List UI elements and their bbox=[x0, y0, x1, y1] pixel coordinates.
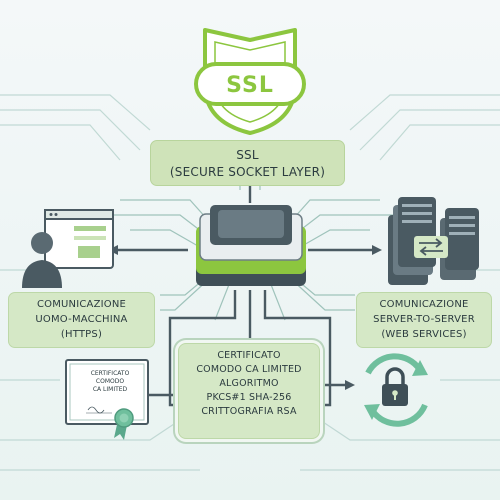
ssl-subtitle: (SECURE SOCKET LAYER) bbox=[169, 165, 326, 179]
certificate-icon bbox=[65, 359, 149, 440]
certificate-line1: CERTIFICATO bbox=[90, 370, 130, 377]
connector-lines bbox=[118, 186, 372, 407]
circuit-traces bbox=[0, 94, 500, 471]
cert-info-line3: ALGORITMO bbox=[219, 378, 279, 389]
cert-info-line4: PKCS#1 SHA-256 bbox=[206, 392, 292, 403]
cert-info-line2: COMODO CA LIMITED bbox=[196, 364, 302, 375]
cert-info-line5: CRITTOGRAFIA RSA bbox=[201, 406, 297, 417]
human-box-line2: UOMO-MACCHINA bbox=[35, 314, 128, 325]
server-box-line2: SERVER-TO-SERVER bbox=[373, 314, 475, 325]
server-to-server-box: COMUNICAZIONE SERVER-TO-SERVER (WEB SERV… bbox=[356, 292, 492, 348]
human-machine-box: COMUNICAZIONE UOMO-MACCHINA (HTTPS) bbox=[8, 292, 155, 348]
user-icon bbox=[22, 232, 62, 288]
human-box-line3: (HTTPS) bbox=[60, 329, 103, 340]
human-box-line1: COMUNICAZIONE bbox=[36, 299, 127, 310]
certificate-line3: CA LIMITED bbox=[92, 386, 128, 393]
shield-label: SSL bbox=[226, 73, 274, 98]
certificate-info-box: CERTIFICATO COMODO CA LIMITED ALGORITMO … bbox=[178, 343, 320, 439]
ssl-shield-icon bbox=[194, 28, 306, 135]
ssl-title: SSL bbox=[236, 148, 259, 162]
refresh-lock-icon bbox=[364, 353, 428, 427]
chip-icon bbox=[196, 205, 306, 286]
transfer-arrows-icon bbox=[414, 236, 448, 258]
browser-window-icon bbox=[44, 209, 114, 269]
cert-info-line1: CERTIFICATO bbox=[217, 350, 281, 361]
server-box-line1: COMUNICAZIONE bbox=[379, 299, 469, 310]
ssl-label-box: SSL (SECURE SOCKET LAYER) bbox=[150, 140, 345, 186]
server-box-line3: (WEB SERVICES) bbox=[381, 329, 467, 340]
certificate-line2: COMODO bbox=[95, 378, 125, 385]
certificate-document-text: CERTIFICATO COMODO CA LIMITED bbox=[72, 370, 148, 394]
